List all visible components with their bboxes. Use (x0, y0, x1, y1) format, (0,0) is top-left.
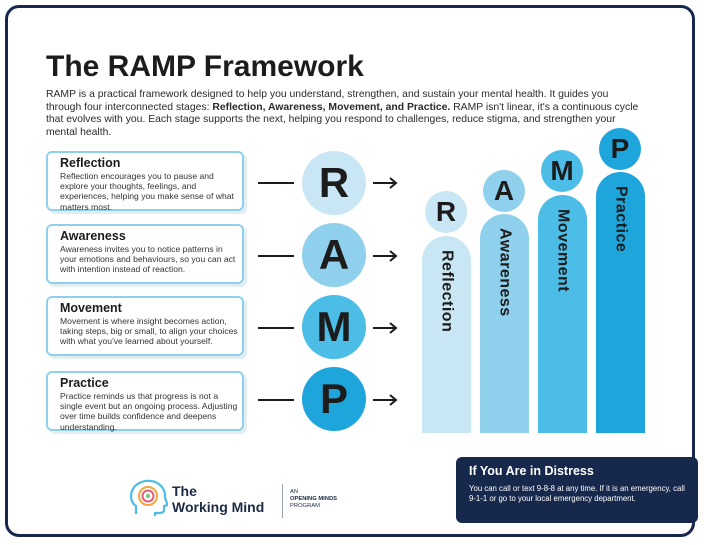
stage-card-movement: Movement Movement is where insight becom… (46, 296, 244, 356)
stair-bar-movement: Movement (538, 195, 587, 433)
connector-dash (258, 255, 294, 257)
stair-bar-practice: Practice (596, 172, 645, 433)
intro-text-2: RAMP isn't linear, it's a continuous cyc… (46, 101, 639, 138)
letter-circle-m: M (302, 295, 366, 359)
stair-circle-a: A (483, 170, 525, 212)
brand-line-2: Working Mind (172, 499, 265, 515)
program-line-3: PROGRAM (290, 503, 320, 509)
distress-box: If You Are in Distress You can call or t… (456, 457, 698, 523)
connector-dash (258, 399, 294, 401)
arrow-right-icon (373, 177, 398, 189)
stage-description: Awareness invites you to notice patterns… (60, 244, 236, 275)
stair-bar-reflection: Reflection (422, 236, 471, 433)
intro-text-1: RAMP is a practical framework designed t… (46, 89, 609, 113)
stage-title: Movement (60, 301, 122, 315)
arrow-right-icon (373, 322, 398, 334)
letter-circle-r: R (302, 151, 366, 215)
stage-description: Reflection encourages you to pause and e… (60, 171, 234, 212)
letter-circle-a: A (302, 223, 366, 287)
arrow-right-icon (373, 250, 398, 262)
connector-dash (258, 182, 294, 184)
distress-body: You can call or text 9-8-8 at any time. … (469, 484, 685, 503)
stage-description: Movement is where insight becomes action… (60, 316, 238, 347)
intro-stages: Reflection, Awareness, Movement, and Pra… (212, 101, 451, 113)
program-line-2: OPENING MINDS (290, 496, 338, 502)
letter-circle-p: P (302, 367, 366, 431)
stage-card-awareness: Awareness Awareness invites you to notic… (46, 224, 244, 284)
connector-dash (258, 327, 294, 329)
stair-bar-awareness: Awareness (480, 214, 529, 433)
stage-title: Awareness (60, 229, 126, 243)
stair-bar-label: Movement (554, 209, 572, 293)
stage-description: Practice reminds us that progress is not… (60, 391, 238, 432)
stair-bar-label: Practice (612, 186, 630, 253)
arrow-right-icon (373, 394, 398, 406)
distress-title: If You Are in Distress (469, 464, 594, 478)
stage-title: Practice (60, 376, 109, 390)
stage-title: Reflection (60, 156, 121, 170)
stair-circle-p: P (599, 128, 641, 170)
program-line-1: AN (290, 489, 299, 495)
page-title: The RAMP Framework (46, 50, 364, 83)
brand-line-1: The (172, 483, 197, 499)
stair-circle-r: R (425, 191, 467, 233)
brand-divider (282, 484, 283, 518)
stair-bar-label: Awareness (496, 228, 514, 317)
stage-card-reflection: Reflection Reflection encourages you to … (46, 151, 244, 212)
stair-circle-m: M (541, 150, 583, 192)
intro-paragraph: RAMP is a practical framework designed t… (46, 89, 646, 139)
stage-card-practice: Practice Practice reminds us that progre… (46, 371, 244, 432)
stair-bar-label: Reflection (438, 250, 456, 333)
head-spiral-icon (129, 479, 168, 516)
